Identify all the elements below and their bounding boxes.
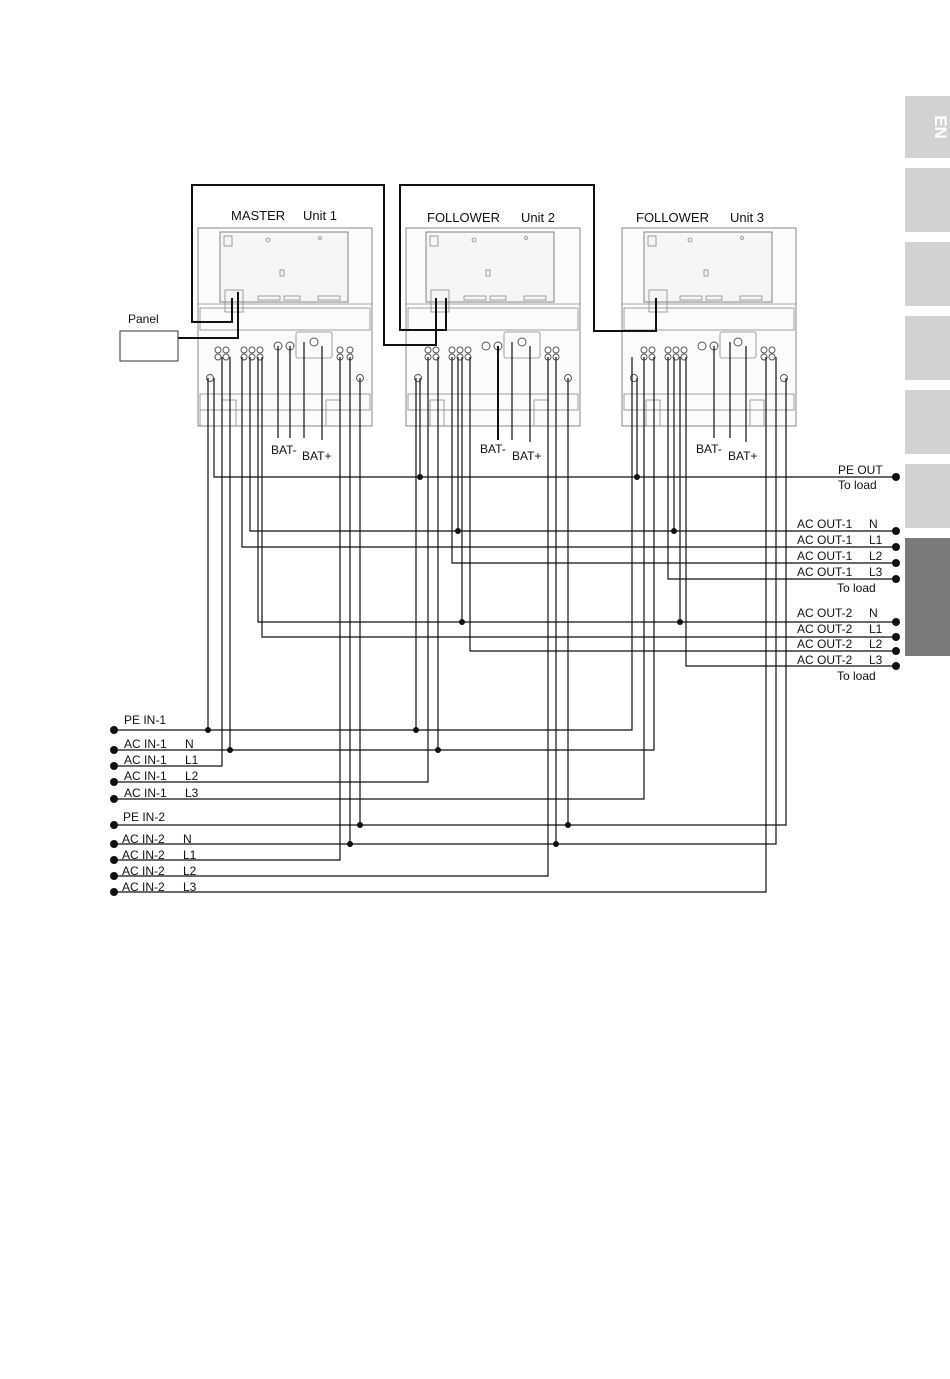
unit-2-control-board (425, 231, 555, 303)
terminal-end-dots (110, 473, 900, 896)
ac-in-1-l1-name: AC IN-1 (124, 753, 167, 767)
ac-in-1-n-phase: N (185, 737, 194, 751)
panel-box[interactable] (119, 330, 179, 362)
unit-3-bat-neg-label: BAT- (696, 442, 722, 456)
side-tab-3[interactable] (905, 242, 950, 306)
language-tab-label: EN (931, 115, 950, 139)
junction-dots (205, 474, 683, 847)
ac-out-1-l2-phase: L2 (869, 549, 883, 563)
ac-out-1-l3-phase: L3 (869, 565, 883, 579)
unit-1-name: Unit 1 (303, 208, 337, 223)
ac-out-2-l3-phase: L3 (869, 653, 883, 667)
output-wiring (213, 357, 896, 667)
unit-3-terminal-block (630, 337, 788, 382)
side-tab-2[interactable] (905, 168, 950, 232)
input-wiring (114, 357, 787, 893)
side-tabs: EN (905, 96, 950, 656)
unit-1-control-board (219, 231, 349, 303)
unit-3-role: FOLLOWER (636, 210, 709, 225)
ac-in-2-l1-name: AC IN-2 (122, 848, 165, 862)
input-labels: PE IN-1 AC IN-1 N AC IN-1 L1 AC IN-1 L2 … (122, 713, 199, 894)
ac-in-2-n-name: AC IN-2 (122, 832, 165, 846)
ac-in-1-n-name: AC IN-1 (124, 737, 167, 751)
unit-2-bat-neg-label: BAT- (480, 442, 506, 456)
ac-out-1-l1-name: AC OUT-1 (797, 533, 853, 547)
ac-in-2-n-phase: N (183, 832, 192, 846)
ac-in-1-l2-phase: L2 (185, 769, 199, 783)
battery-leads: BAT- BAT+ BAT- BAT+ BAT- BAT+ (271, 342, 757, 463)
panel-cable (178, 292, 239, 339)
pe-out-to-load-label: To load (838, 478, 877, 492)
ac-in-2-l2-name: AC IN-2 (122, 864, 165, 878)
ac-in-2-l2-phase: L2 (183, 864, 197, 878)
communication-bus (178, 184, 657, 346)
pe-out-label: PE OUT (838, 463, 883, 477)
unit-1-bat-neg-label: BAT- (271, 443, 297, 457)
pe-in-1-label: PE IN-1 (124, 713, 166, 727)
unit-2: FOLLOWER Unit 2 (405, 210, 581, 427)
side-tab-active[interactable] (905, 538, 950, 656)
ac-in-1-l3-name: AC IN-1 (124, 786, 167, 800)
unit-1-bat-pos-label: BAT+ (302, 449, 331, 463)
side-tab-5[interactable] (905, 390, 950, 454)
ac-in-1-l3-phase: L3 (185, 786, 199, 800)
unit-2-role: FOLLOWER (427, 210, 500, 225)
ac-in-1-l2-name: AC IN-1 (124, 769, 167, 783)
unit-2-name: Unit 2 (521, 210, 555, 225)
side-tab-language[interactable] (905, 96, 950, 158)
ac-out-2-n-phase: N (869, 606, 878, 620)
ac-out-2-l2-name: AC OUT-2 (797, 637, 853, 651)
ac-out-2-l1-phase: L1 (869, 622, 883, 636)
ac-out-1-n-phase: N (869, 517, 878, 531)
ac-out-2-l1-name: AC OUT-2 (797, 622, 853, 636)
unit-3-control-board (643, 231, 773, 303)
ac-out-2-n-name: AC OUT-2 (797, 606, 853, 620)
panel-label: Panel (128, 312, 159, 326)
ac-out-2-to-load-label: To load (837, 669, 876, 683)
ac-out-1-n-name: AC OUT-1 (797, 517, 853, 531)
pe-in-2-label: PE IN-2 (123, 810, 165, 824)
ac-out-2-l3-name: AC OUT-2 (797, 653, 853, 667)
ac-out-2-l2-phase: L2 (869, 637, 883, 651)
ac-out-1-to-load-label: To load (837, 581, 876, 595)
side-tab-6[interactable] (905, 464, 950, 528)
unit-3-bat-pos-label: BAT+ (728, 449, 757, 463)
ac-in-2-l3-name: AC IN-2 (122, 880, 165, 894)
output-labels: PE OUT To load AC OUT-1 N AC OUT-1 L1 AC… (797, 463, 883, 683)
ac-out-1-l3-name: AC OUT-1 (797, 565, 853, 579)
ac-in-1-l1-phase: L1 (185, 753, 199, 767)
ac-out-1-l2-name: AC OUT-1 (797, 549, 853, 563)
ac-in-2-l1-phase: L1 (183, 848, 197, 862)
unit-3: FOLLOWER Unit 3 (621, 210, 797, 427)
ac-in-2-l3-phase: L3 (183, 880, 197, 894)
unit-1-role: MASTER (231, 208, 285, 223)
unit-1: MASTER Unit 1 (197, 208, 373, 427)
unit-2-bat-pos-label: BAT+ (512, 449, 541, 463)
unit-3-name: Unit 3 (730, 210, 764, 225)
remote-panel: Panel (119, 312, 179, 362)
ac-out-1-l1-phase: L1 (869, 533, 883, 547)
side-tab-4[interactable] (905, 316, 950, 380)
